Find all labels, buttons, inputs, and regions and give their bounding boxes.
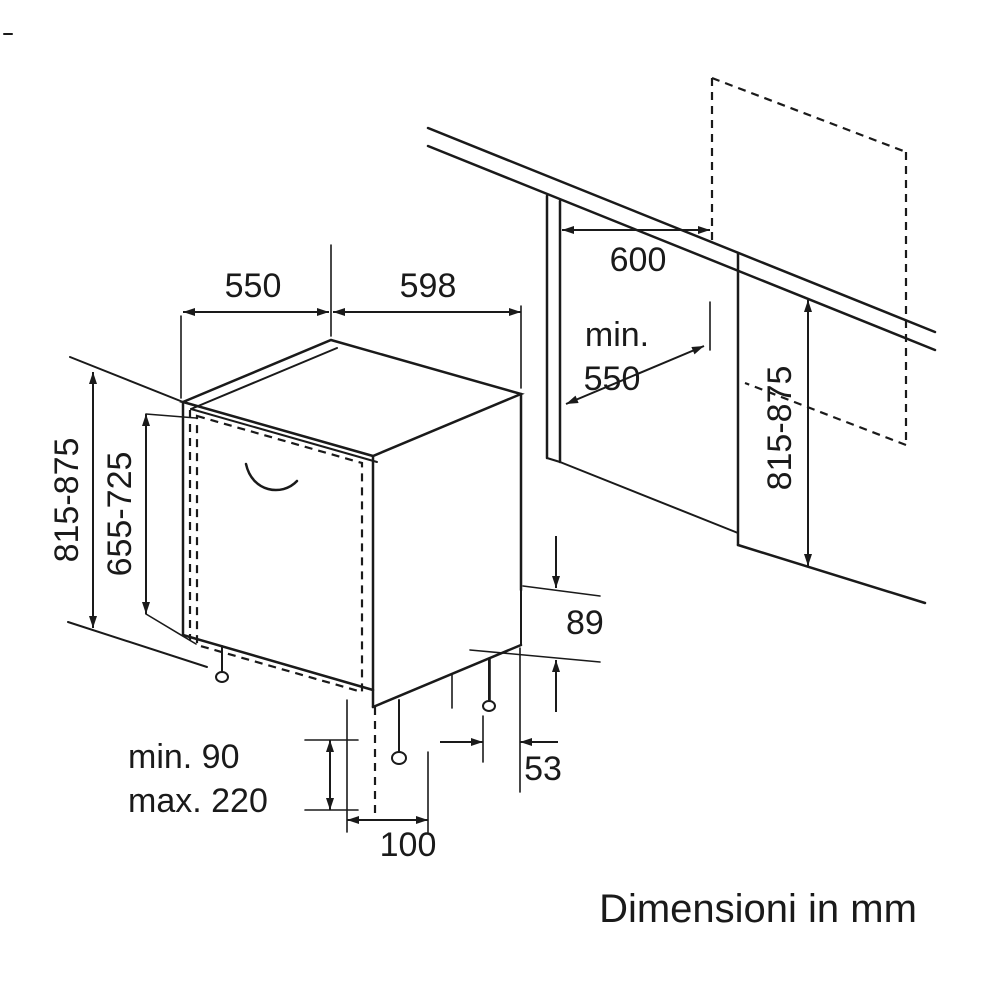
dim-plinth-max-label: max. 220 — [128, 782, 268, 820]
body-bottom-front-edge — [181, 633, 375, 692]
furniture-door-outline — [195, 414, 364, 694]
dim-worktop-depth-label: 600 — [610, 241, 667, 279]
foot-rear — [482, 700, 496, 712]
foot-left — [215, 671, 229, 683]
dim-niche-height-label: 815-875 — [761, 366, 799, 491]
dim-door-height-label: 655-725 — [101, 452, 139, 577]
top-face-inner-edge — [190, 347, 338, 410]
dishwasher-drawing — [67, 338, 525, 765]
dim-base-height-label: 89 — [566, 604, 604, 642]
dishwasher-top-face — [179, 338, 525, 458]
dim-foot-offset-label: 100 — [380, 826, 437, 864]
units-caption: Dimensioni in mm — [599, 887, 917, 931]
dim-height-label: 815-875 — [48, 438, 86, 563]
dim-rear-foot-label: 53 — [524, 750, 562, 788]
niche-drawing — [426, 76, 937, 605]
adjustable-feet — [215, 645, 496, 765]
dimension-arrow-niche-depth — [565, 345, 705, 405]
top-face-inner-edge — [190, 408, 378, 463]
niche-dimensions: 600 min. 550 815-875 — [562, 226, 812, 566]
dim-plinth-min-label: min. 90 — [128, 738, 240, 776]
dim-depth-label: 550 — [225, 267, 282, 305]
floor-reference-line — [736, 543, 927, 605]
cabinet-outline-dashed — [744, 381, 907, 447]
extension-line — [469, 649, 601, 663]
dim-niche-depth-label-min: min. — [585, 316, 649, 354]
worktop-reference-line — [69, 356, 184, 403]
extension-line — [522, 585, 601, 597]
worktop-edge-line — [426, 144, 937, 352]
niche-floor-edge — [559, 461, 739, 534]
extension-line — [145, 613, 197, 645]
cabinet-outline-dashed — [711, 76, 907, 154]
side-bottom-edge — [371, 643, 523, 709]
door-handle — [244, 462, 299, 492]
foot-front — [391, 751, 407, 765]
dim-width-label: 598 — [400, 267, 457, 305]
niche-left-panel-bottom — [546, 457, 561, 463]
floor-reference-line — [67, 621, 208, 668]
dishwasher-dimensions: 550 598 815-875 655-725 min. 90 max. 220… — [48, 244, 604, 864]
extension-line — [145, 413, 197, 419]
